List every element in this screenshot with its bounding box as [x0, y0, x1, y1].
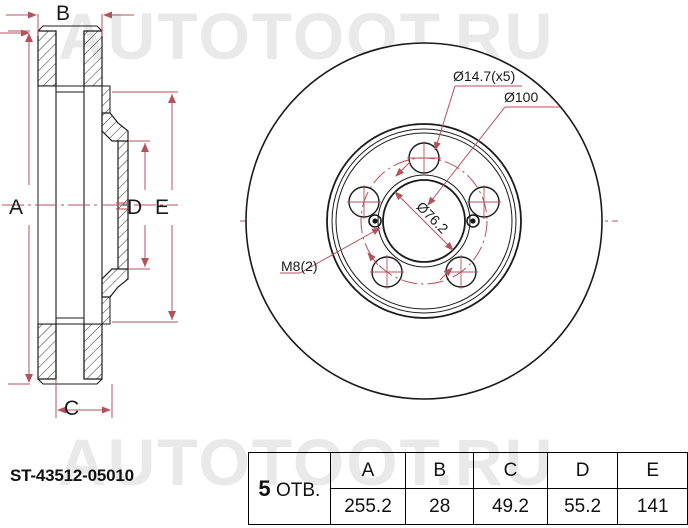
dimension-letter-b: B — [56, 2, 71, 25]
center-bore-circle — [382, 179, 466, 263]
spec-table: 5 ОТВ. A B C D E 255.2 28 49.2 55.2 141 — [248, 452, 688, 525]
face-leaders — [280, 85, 560, 281]
section-dimension-lines — [0, 11, 178, 418]
section-vent-gap — [56, 86, 84, 125]
table-row: 255.2 28 49.2 55.2 141 — [249, 488, 688, 525]
hat-inner-circle — [335, 132, 513, 310]
callout-bolt-hole-diameter: Ø14.7(x5) — [453, 68, 516, 84]
table-value-b: 28 — [405, 488, 475, 525]
table-header-b: B — [405, 452, 475, 489]
m8-threaded-holes — [368, 214, 480, 228]
table-header-e: E — [617, 452, 688, 489]
table-value-a: 255.2 — [329, 488, 407, 525]
table-value-c: 49.2 — [473, 488, 548, 525]
table-header-c: C — [473, 452, 548, 489]
hat-outer-circle-2 — [331, 128, 517, 314]
table-value-e: 141 — [617, 488, 688, 525]
holes-label: ОТВ. — [275, 479, 321, 501]
dimension-letter-e: E — [155, 196, 170, 219]
section-hat — [101, 85, 130, 325]
dimension-letter-a: A — [9, 196, 24, 219]
callout-m8-thread: M8(2) — [281, 258, 318, 274]
dimension-letter-c: C — [64, 397, 80, 420]
table-header-d: D — [546, 452, 619, 489]
part-number: ST-43512-05010 — [10, 466, 134, 485]
section-outboard-plate — [37, 30, 57, 380]
hat-outer-circle — [326, 123, 522, 319]
callout-bolt-circle-diameter: Ø100 — [504, 89, 539, 105]
cross-section-view — [0, 11, 178, 418]
face-view — [240, 42, 618, 400]
holes-count: 5 — [258, 475, 271, 501]
table-value-d: 55.2 — [546, 488, 619, 525]
holes-count-cell: 5 ОТВ. — [248, 452, 331, 525]
table-header-a: A — [329, 452, 407, 489]
dimension-letter-d: D — [127, 196, 143, 219]
